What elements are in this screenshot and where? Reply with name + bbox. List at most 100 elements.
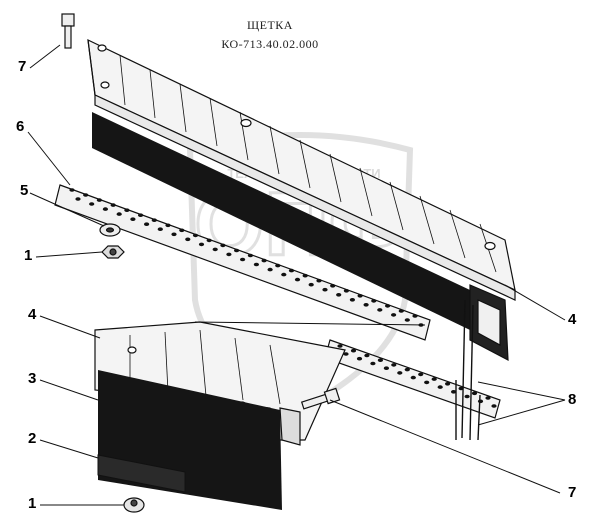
callout-4-right: 4	[568, 311, 577, 328]
washer-icon	[99, 223, 121, 237]
perforation-hole	[96, 198, 102, 202]
perforation-hole	[418, 372, 424, 377]
perforation-hole	[356, 356, 363, 361]
perforation-hole	[253, 262, 259, 267]
perforation-hole	[343, 289, 349, 293]
perforation-hole	[69, 188, 75, 192]
callout-1-bottom: 1	[28, 495, 37, 512]
perforation-hole	[294, 277, 301, 282]
callout-2: 2	[28, 430, 37, 447]
callout-1-top: 1	[24, 247, 33, 264]
perforation-hole	[179, 228, 185, 233]
callout-7-bottom: 7	[568, 484, 577, 501]
perforation-hole	[192, 233, 199, 238]
perforation-hole	[343, 352, 349, 356]
perforation-hole	[383, 366, 389, 371]
nut-bottom-icon	[123, 497, 145, 513]
bolt-bottom-icon	[300, 387, 341, 410]
perforation-hole	[212, 247, 218, 252]
callout-7-top: 7	[18, 58, 27, 75]
perforation-hole	[226, 252, 232, 257]
perforation-hole	[477, 399, 484, 404]
perforation-hole	[424, 380, 430, 385]
perforation-hole	[234, 248, 240, 253]
perforation-hole	[89, 202, 95, 206]
perforation-hole	[302, 273, 308, 278]
perforation-hole	[83, 193, 89, 197]
perforation-hole	[337, 344, 343, 348]
vertical-studs	[455, 299, 481, 441]
perforation-hole	[288, 268, 295, 273]
perforation-hole	[451, 390, 457, 394]
perforation-hole	[75, 197, 81, 201]
perforation-hole	[165, 223, 171, 228]
nut-top-icon	[101, 245, 125, 259]
perforation-hole	[316, 278, 322, 283]
upper-end-bracket	[469, 284, 509, 362]
perforation-hole	[412, 314, 418, 318]
perforation-hole	[116, 212, 122, 216]
perforation-hole	[485, 396, 491, 400]
perforation-hole	[357, 294, 363, 298]
perforation-hole	[220, 243, 226, 248]
perforation-hole	[185, 237, 191, 242]
callout-8: 8	[568, 391, 577, 408]
callout-3: 3	[28, 370, 37, 387]
perforation-hole	[364, 353, 370, 358]
perforation-hole	[370, 361, 376, 366]
drawing-part-number: КО-713.40.02.000	[221, 37, 319, 51]
perforation-hole	[404, 318, 410, 322]
perforation-hole	[151, 218, 157, 222]
perforation-hole	[330, 284, 336, 288]
perforation-hole	[397, 371, 403, 375]
perforation-hole	[102, 207, 108, 211]
callout-5: 5	[20, 182, 29, 199]
perforation-hole	[275, 263, 281, 268]
perforation-hole	[404, 367, 410, 372]
leader-lines	[27, 44, 566, 506]
perforation-hole	[206, 238, 212, 243]
perforation-hole	[391, 363, 397, 367]
perforation-hole	[385, 304, 391, 308]
perforation-hole	[349, 298, 355, 302]
perforation-hole	[281, 272, 287, 277]
perforation-hole	[398, 309, 404, 313]
perforation-hole	[491, 404, 497, 408]
perforation-hole	[336, 293, 342, 297]
perforation-hole	[350, 348, 357, 353]
perforation-hole	[144, 222, 150, 226]
perforation-hole	[110, 203, 116, 207]
perforation-hole	[371, 299, 377, 303]
perforation-hole	[247, 253, 253, 258]
perforation-hole	[267, 267, 273, 272]
perforation-hole	[322, 287, 328, 292]
perforation-hole	[198, 242, 205, 247]
perforation-hole	[431, 377, 437, 381]
upper-brush-holder	[87, 38, 516, 301]
perforation-hole	[464, 394, 470, 399]
perforation-hole	[138, 213, 144, 217]
perforation-hole	[437, 385, 443, 389]
perforation-hole	[157, 227, 163, 231]
callout-4-left: 4	[28, 306, 37, 323]
perforated-strip-upper	[54, 184, 431, 341]
perforation-hole	[171, 232, 177, 237]
perforation-hole	[377, 308, 383, 312]
perforation-hole	[377, 358, 383, 363]
perforation-hole	[363, 303, 369, 307]
perforation-hole	[410, 375, 416, 380]
perforation-hole	[130, 217, 136, 221]
bolt-top-icon	[61, 13, 75, 49]
perforation-hole	[261, 258, 267, 263]
drawing-title: ЩЕТКА	[247, 18, 293, 32]
perforation-hole	[124, 208, 130, 212]
perforation-hole	[391, 313, 397, 317]
clamp-bar	[97, 454, 186, 493]
upper-brush-bristles	[92, 112, 470, 330]
perforation-hole	[445, 382, 451, 386]
callout-6: 6	[16, 118, 25, 135]
perforation-hole	[471, 391, 478, 396]
perforation-hole	[240, 257, 246, 262]
perforation-hole	[308, 282, 314, 287]
